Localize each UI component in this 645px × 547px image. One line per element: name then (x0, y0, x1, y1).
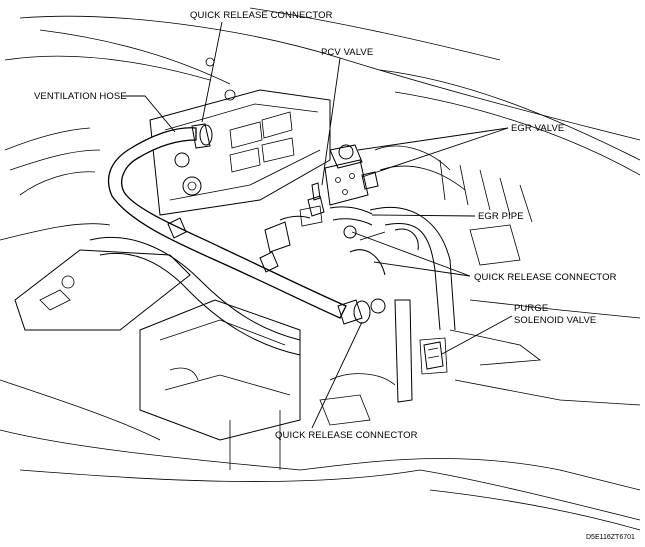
callout-labels: QUICK RELEASE CONNECTOR PCV VALVE VENTIL… (34, 10, 635, 541)
pcv-valve (264, 182, 325, 253)
label-quick-release-top: QUICK RELEASE CONNECTOR (190, 10, 333, 21)
label-pcv-valve: PCV VALVE (321, 47, 373, 58)
label-egr-pipe: EGR PIPE (478, 211, 524, 222)
label-egr-valve: EGR VALVE (511, 123, 564, 134)
egr-valve-assembly (324, 144, 379, 206)
label-quick-release-mid: QUICK RELEASE CONNECTOR (474, 272, 617, 283)
engine-bay-outline (0, 7, 641, 531)
egr-pipe (299, 205, 373, 239)
label-purge-line2: SOLENOID VALVE (514, 315, 596, 326)
purge-solenoid-valve (423, 341, 444, 370)
label-purge-line1: PURGE (514, 303, 548, 314)
label-ventilation-hose: VENTILATION HOSE (34, 91, 127, 102)
label-quick-release-bottom: QUICK RELEASE CONNECTOR (275, 430, 418, 441)
ventilation-hose (107, 123, 386, 325)
figure-code: D5E116ZT6701 (586, 534, 635, 541)
leader-lines (122, 21, 513, 429)
